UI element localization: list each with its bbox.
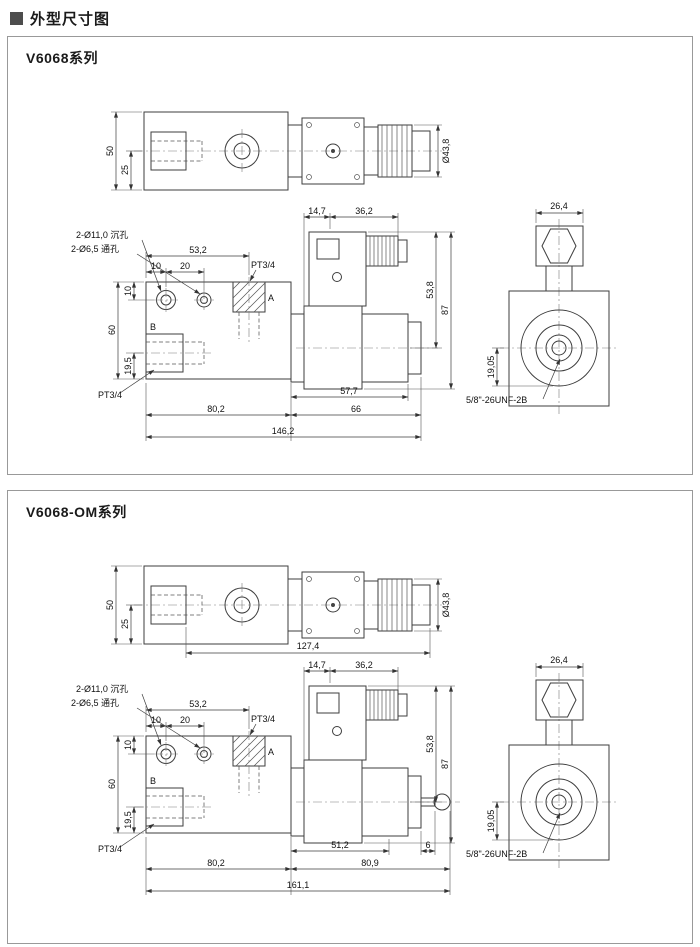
label-port-b: B [150,322,156,332]
panel2-drawing: 50 25 Ø43,8 127,4 2-Ø11,0 沉孔 2-Ø6,5 通孔 5… [71,491,692,943]
dim-87: 87 [440,759,450,769]
dim-36-2: 36,2 [355,206,373,216]
dim-36-2: 36,2 [355,660,373,670]
dim-dia-43-8: Ø43,8 [441,593,451,618]
label-pt34-port-b: PT3/4 [98,844,122,854]
top-view [111,566,442,644]
note-through-hole: 2-Ø6,5 通孔 [71,698,119,708]
label-port-a: A [268,747,274,757]
dim-10: 10 [151,261,161,271]
dim-80-2: 80,2 [207,858,225,868]
dim-66: 66 [351,404,361,414]
label-port-a: A [268,293,274,303]
label-unf-thread: 5/8"-26UNF-2B [466,395,527,405]
dim-60: 60 [107,779,117,789]
side-view [492,209,618,414]
dim-57-7: 57,7 [340,386,358,396]
dim-26-4: 26,4 [550,655,568,665]
title-bullet-icon [10,11,23,25]
panel1-title: V6068系列 [26,50,98,66]
dim-left-10: 10 [123,286,133,296]
dim-14-7: 14,7 [308,206,326,216]
dim-80-9: 80,9 [361,858,379,868]
label-port-b: B [150,776,156,786]
front-view [113,213,455,393]
dim-53-2: 53,2 [189,245,207,255]
side-view [492,663,618,868]
dim-19-5: 19,5 [123,357,133,375]
dim-146-2: 146,2 [272,426,295,436]
panel-v6068-om: V6068-OM系列 50 25 Ø43,8 127,4 2-Ø11,0 沉孔 … [7,490,693,944]
note-counterbore: 2-Ø11,0 沉孔 [76,684,128,694]
dim-20: 20 [180,261,190,271]
dim-20: 20 [180,715,190,725]
panel1-drawing: 50 25 Ø43,8 2-Ø11,0 沉孔 2-Ø6,5 通孔 53,2 10… [71,37,692,474]
panel2-labels: 50 25 Ø43,8 127,4 2-Ø11,0 沉孔 2-Ø6,5 通孔 5… [71,593,568,890]
panel1-labels: 50 25 Ø43,8 2-Ø11,0 沉孔 2-Ø6,5 通孔 53,2 10… [71,139,568,436]
page-title-row: 外型尺寸图 [10,9,691,28]
dim-127-4-lines [185,627,431,658]
label-pt34-port-a: PT3/4 [251,714,275,724]
dim-left-10: 10 [123,740,133,750]
dim-87: 87 [440,305,450,315]
top-view [111,112,442,190]
front-view [113,667,455,847]
note-through-hole: 2-Ø6,5 通孔 [71,244,119,254]
dim-127-4: 127,4 [297,641,320,651]
dim-26-4: 26,4 [550,201,568,211]
label-pt34-port-a: PT3/4 [251,260,275,270]
dim-50: 50 [105,600,115,610]
note-counterbore: 2-Ø11,0 沉孔 [76,230,128,240]
dim-51-2: 51,2 [331,840,349,850]
dim-53-8: 53,8 [425,281,435,299]
dim-19-05: 19,05 [486,810,496,833]
dim-19-5: 19,5 [123,811,133,829]
dim-80-2: 80,2 [207,404,225,414]
dim-10: 10 [151,715,161,725]
panel2-title: V6068-OM系列 [26,504,127,520]
dim-161-1: 161,1 [287,880,310,890]
dim-25: 25 [120,619,130,629]
dim-50: 50 [105,146,115,156]
dim-53-2: 53,2 [189,699,207,709]
label-pt34-port-b: PT3/4 [98,390,122,400]
dim-dia-43-8: Ø43,8 [441,139,451,164]
dim-53-8: 53,8 [425,735,435,753]
dim-14-7: 14,7 [308,660,326,670]
page-title: 外型尺寸图 [30,10,111,28]
panel-v6068: V6068系列 50 25 Ø43,8 2-Ø11,0 沉孔 2-Ø6,5 通孔… [7,36,693,475]
dim-6: 6 [425,840,430,850]
label-unf-thread: 5/8"-26UNF-2B [466,849,527,859]
dim-19-05: 19,05 [486,356,496,379]
dim-25: 25 [120,165,130,175]
dim-60: 60 [107,325,117,335]
